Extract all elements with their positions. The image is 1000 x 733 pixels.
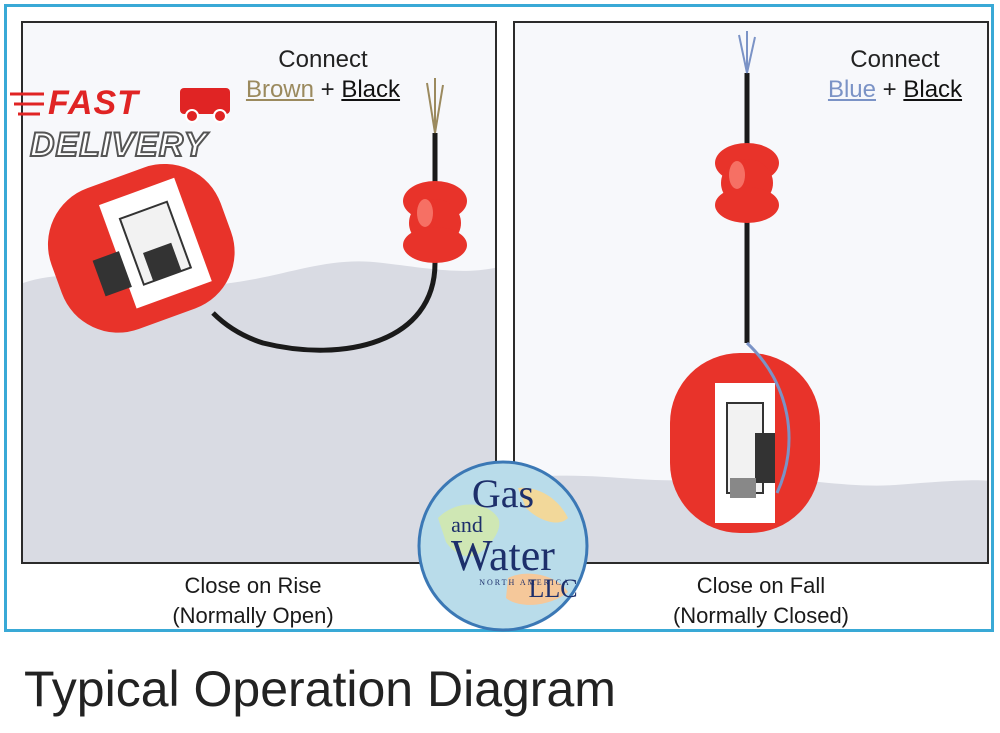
right-connect-label: Connect Blue + Black <box>795 45 987 105</box>
connect-heading: Connect <box>850 46 940 73</box>
cable-weight <box>715 143 779 223</box>
close-on-rise-illustration <box>23 78 495 562</box>
tilted-float <box>47 163 235 333</box>
plus-sign: + <box>882 76 897 103</box>
plus-sign: + <box>320 76 335 103</box>
right-caption: Close on Fall (Normally Closed) <box>611 571 911 631</box>
gas-and-water-logo: Gas and Water NORTH AMERICA LLC <box>408 458 598 634</box>
water-surface <box>23 261 495 562</box>
close-on-rise-panel: Connect Brown + Black <box>21 21 497 564</box>
right-caption-line1: Close on Fall <box>696 573 826 598</box>
wire-brown-label: Brown <box>245 76 314 103</box>
speed-lines-icon <box>10 88 230 123</box>
logo-word-water: Water <box>451 531 555 580</box>
wire-black-label: Black <box>903 76 963 103</box>
close-on-fall-illustration <box>515 31 987 562</box>
right-caption-line2: (Normally Closed) <box>672 603 850 628</box>
cable-weight <box>403 181 467 263</box>
wire-leads <box>426 78 444 134</box>
logo-word-llc: LLC <box>528 574 578 603</box>
wire-black-label: Black <box>341 76 401 103</box>
hanging-float <box>670 341 820 533</box>
wire-combo: Brown + Black <box>223 75 423 105</box>
left-caption-line1: Close on Rise <box>184 573 322 598</box>
left-caption-line2: (Normally Open) <box>172 603 334 628</box>
close-on-fall-panel: Connect Blue + Black <box>513 21 989 564</box>
page-title: Typical Operation Diagram <box>24 661 616 717</box>
logo-word-and: and <box>451 512 483 537</box>
badge-fast-text: FAST <box>48 84 139 122</box>
wire-leads <box>738 31 756 74</box>
globe-icon <box>417 460 589 632</box>
badge-delivery-text: DELIVERY <box>29 125 208 165</box>
wire-blue-label: Blue <box>827 76 876 103</box>
left-caption: Close on Rise (Normally Open) <box>103 571 403 631</box>
fast-delivery-badge: FAST DELIVERY <box>10 80 250 170</box>
diagram-frame: Connect Brown + Black <box>4 4 994 632</box>
wire-combo: Blue + Black <box>795 75 987 105</box>
float-cable <box>211 133 438 353</box>
left-connect-label: Connect Brown + Black <box>223 45 423 105</box>
connect-heading: Connect <box>278 46 368 73</box>
logo-word-gas: Gas <box>471 471 535 516</box>
logo-north-america: NORTH AMERICA <box>479 578 571 587</box>
